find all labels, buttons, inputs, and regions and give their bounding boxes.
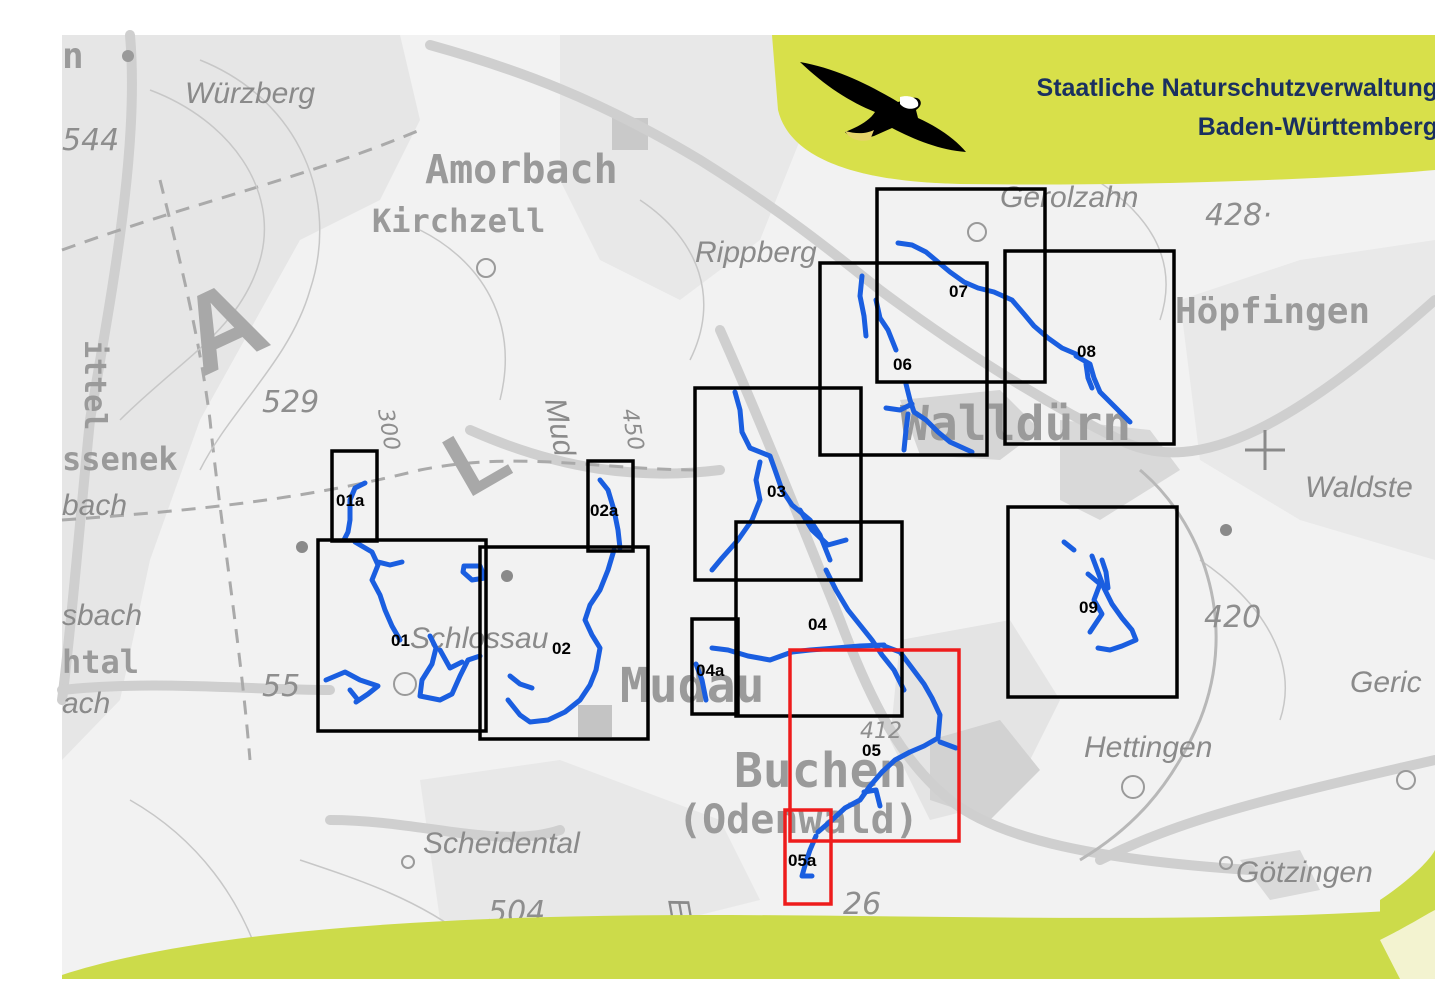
elevation-412: 412 (860, 719, 902, 744)
trail-layer (323, 240, 1139, 879)
sheet-rect-03[interactable] (693, 386, 863, 582)
place-seneck: ssenek (62, 440, 178, 478)
place-htal: htal (62, 643, 139, 681)
elevation-529: 529 (262, 385, 319, 420)
sheet-label-04: 04 (808, 615, 827, 634)
footer-banner (62, 850, 1435, 979)
sheet-grid (316, 187, 1179, 906)
sheet-rect-02[interactable] (478, 545, 650, 741)
sheet-label-01a: 01a (336, 491, 365, 510)
sheet-label-07: 07 (949, 282, 968, 301)
sheet-label-02a: 02a (590, 501, 619, 520)
elevation-544: 544 (62, 123, 119, 158)
elevation-55: 55 (262, 669, 300, 704)
place-ach: ach (62, 687, 110, 720)
header-title-line1: Staatliche Naturschutzverwaltung (1037, 74, 1435, 102)
sheet-label-08: 08 (1077, 342, 1096, 361)
sheet-label-05: 05 (862, 741, 881, 760)
place-rippberg: Rippberg (695, 236, 817, 269)
place-gotzingen: Götzingen (1236, 856, 1373, 889)
place-wurzberg: Würzberg (185, 77, 315, 110)
sheet-rect-09[interactable] (1006, 505, 1179, 699)
place-amorbach: Amorbach (425, 147, 618, 193)
place-hopfingen: Höpfingen (1175, 291, 1370, 332)
header-title-line2: Baden-Württemberg (1198, 113, 1435, 141)
sheet-rect-01[interactable] (316, 538, 488, 733)
sheet-label-02: 02 (552, 639, 571, 658)
sheet-label-05a: 05a (788, 851, 817, 870)
place-waldstetten: Waldste (1305, 471, 1413, 504)
sheet-rect-06[interactable] (818, 261, 989, 457)
eagle-icon (800, 62, 966, 152)
sheet-rect-05[interactable] (788, 648, 961, 843)
place-sbach: sbach (62, 599, 142, 632)
place-gerichtstetten: Geric (1350, 666, 1422, 699)
sheet-rect-05a[interactable] (783, 808, 833, 906)
sheet-label-04a: 04a (696, 661, 725, 680)
sheet-label-03: 03 (767, 482, 786, 501)
place-n: n (62, 36, 84, 77)
elevation-420: 420 (1204, 600, 1261, 635)
header-banner: Staatliche Naturschutzverwaltung Baden-W… (772, 35, 1435, 185)
sheet-rect-07[interactable] (875, 187, 1047, 384)
place-bach: bach (62, 489, 127, 522)
place-hettingen: Hettingen (1084, 731, 1212, 764)
place-ittel: ittel (77, 340, 112, 430)
sheet-rect-02a[interactable] (586, 459, 635, 553)
place-gerolzahn: Gerolzahn (1000, 181, 1138, 214)
sheet-label-06: 06 (893, 355, 912, 374)
sheet-rect-08[interactable] (1003, 249, 1176, 446)
sheet-label-01: 01 (391, 631, 410, 650)
elevation-labels: 544 529 300 450 428· 420 55 504 26 412 (62, 123, 1272, 930)
sheet-rect-04a[interactable] (690, 617, 740, 716)
sheet-label-09: 09 (1079, 598, 1098, 617)
place-kirchzell: Kirchzell (372, 202, 545, 240)
place-scheidental: Scheidental (423, 827, 581, 860)
sheet-labels: 01a 01 02a 02 03 04 04a 05 05a 06 07 08 … (336, 282, 1098, 870)
elevation-428: 428· (1205, 198, 1272, 233)
place-odenwald: (Odenwald) (678, 797, 919, 843)
